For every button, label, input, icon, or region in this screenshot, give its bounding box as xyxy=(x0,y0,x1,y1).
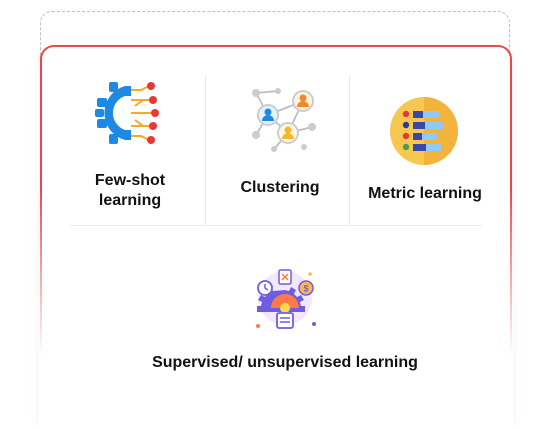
bar-stack-icon xyxy=(390,97,458,165)
feature-label-supervised-unsupervised: Supervised/ unsupervised learning xyxy=(152,354,418,371)
svg-text:$: $ xyxy=(303,284,308,294)
feature-label-few-shot: Few-shot learning xyxy=(94,172,166,209)
column-divider xyxy=(349,75,350,225)
network-nodes-icon xyxy=(252,88,316,152)
gear-process-icon: $ xyxy=(256,269,316,329)
feature-label-clustering: Clustering xyxy=(240,179,320,196)
row-divider xyxy=(70,225,482,226)
circuit-gear-icon xyxy=(95,82,159,144)
feature-label-metric-learning: Metric learning xyxy=(368,185,482,202)
column-divider xyxy=(205,75,206,225)
